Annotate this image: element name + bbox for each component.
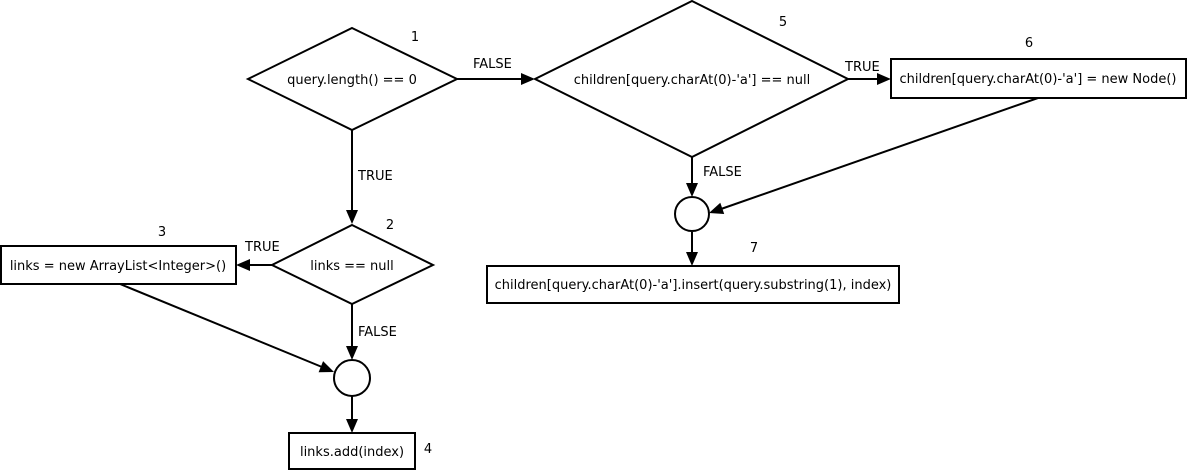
node-1-number: 1 <box>411 30 419 45</box>
node-7-label: children[query.charAt(0)-'a'].insert(que… <box>495 278 892 293</box>
edge-label-1-2: TRUE <box>357 169 393 184</box>
edge-join-left-to-4 <box>346 396 358 433</box>
node-2-number: 2 <box>386 218 394 233</box>
junction-right <box>674 196 710 232</box>
edge-label-1-5: FALSE <box>473 57 512 72</box>
node-4-label: links.add(index) <box>300 445 404 460</box>
process-node-6: children[query.charAt(0)-'a'] = new Node… <box>890 36 1187 99</box>
node-2-label: links == null <box>310 259 394 274</box>
edge-label-2-join: FALSE <box>358 325 397 340</box>
edge-label-5-join: FALSE <box>703 165 742 180</box>
decision-node-5: children[query.charAt(0)-'a'] == null 5 <box>532 0 851 159</box>
node-7-number: 7 <box>750 241 758 256</box>
decision-node-1: query.length() == 0 1 <box>245 26 460 132</box>
edge-5-to-join-right <box>686 157 698 197</box>
edge-join-right-to-7 <box>686 232 698 266</box>
node-3-number: 3 <box>158 225 166 240</box>
edge-label-5-6: TRUE <box>844 60 880 75</box>
edge-1-to-2 <box>346 130 358 224</box>
edge-2-to-3 <box>236 259 272 271</box>
edge-5-to-6 <box>848 73 891 85</box>
node-4-number: 4 <box>424 442 432 457</box>
process-node-3: links = new ArrayList<Integer>() 3 <box>0 225 237 285</box>
decision-node-2: links == null 2 <box>269 218 436 306</box>
edge-2-to-join-left <box>346 304 358 360</box>
edge-6-to-join-right <box>709 97 1039 214</box>
node-1-label: query.length() == 0 <box>287 73 417 88</box>
process-node-7: children[query.charAt(0)-'a'].insert(que… <box>486 241 900 304</box>
node-5-label: children[query.charAt(0)-'a'] == null <box>574 73 811 88</box>
junction-left <box>333 359 371 397</box>
node-6-number: 6 <box>1025 36 1033 51</box>
edge-1-to-5 <box>457 73 535 85</box>
node-5-number: 5 <box>779 15 787 30</box>
edge-3-to-join-left <box>119 283 334 373</box>
process-node-4: links.add(index) 4 <box>288 432 432 470</box>
node-3-label: links = new ArrayList<Integer>() <box>10 259 226 274</box>
edge-label-2-3: TRUE <box>244 240 280 255</box>
node-6-label: children[query.charAt(0)-'a'] = new Node… <box>899 72 1176 87</box>
